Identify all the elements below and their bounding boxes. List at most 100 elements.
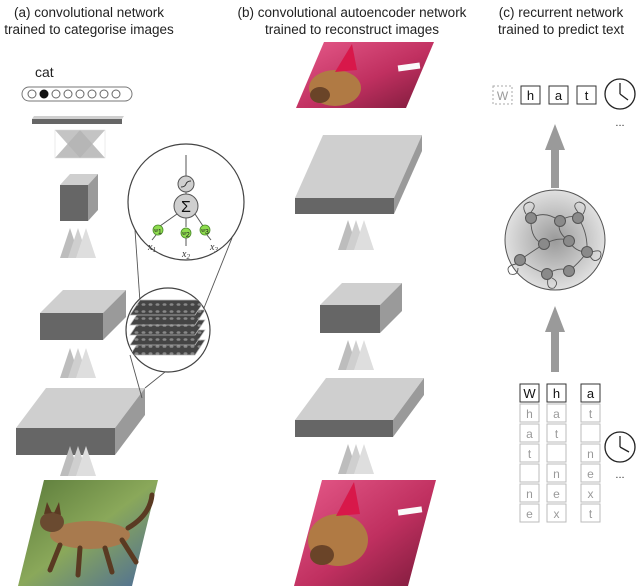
weight-link (194, 213, 204, 227)
pool-triangle (76, 446, 96, 476)
weight-label-2: w2 (182, 231, 190, 239)
input-token-box (580, 483, 601, 503)
fc-connections (54, 129, 106, 159)
conv-block-medium (40, 290, 126, 340)
input-token-box (580, 443, 601, 463)
clock-icon (604, 431, 636, 463)
input-token-box (546, 503, 567, 523)
input-token: n (526, 487, 533, 501)
deconv-block-top (295, 135, 422, 214)
input-token: h (526, 407, 533, 421)
input-token-box (580, 463, 601, 483)
input-token: n (553, 467, 560, 481)
input-token-box (519, 483, 540, 503)
feature-map-zoom (125, 287, 211, 373)
output-token-faded: W (497, 89, 509, 103)
pool-triangle (354, 220, 374, 250)
input-token: a (526, 427, 533, 441)
output-token: h (527, 88, 534, 103)
input-token-box (546, 403, 567, 423)
input-token-box (519, 463, 540, 483)
caption-panel-c: (c) recurrent network trained to predict… (482, 4, 640, 38)
pool-triangle (76, 228, 96, 258)
party-hat (336, 482, 360, 516)
pool-triangle (354, 444, 374, 474)
input-token-box (519, 423, 540, 443)
output-unit (111, 89, 121, 99)
rnn-node (581, 246, 593, 258)
deconv-middle-top (320, 283, 402, 305)
input-token-box (519, 383, 540, 403)
rnn-node (572, 212, 584, 224)
output-token-box (576, 85, 597, 105)
input-token-box (546, 463, 567, 483)
arrow-head (545, 124, 565, 150)
cat-legs (47, 537, 139, 578)
caption-panel-a: (a) convolutional network trained to cat… (4, 4, 174, 38)
input-token-box (546, 383, 567, 403)
rnn-output-tokens: W h a t (492, 85, 597, 105)
input-token: x (588, 487, 594, 501)
dog-snout (310, 545, 334, 565)
rnn-node (563, 235, 575, 247)
rnn-input-sequence: W h a t n e h a t n e x a t n (519, 383, 601, 523)
rnn-node (538, 238, 550, 250)
input-token: e (553, 487, 560, 501)
self-loop (589, 250, 602, 261)
deconv-top-top (295, 135, 422, 198)
input-token-current: h (553, 386, 560, 401)
weight-node-1 (152, 224, 164, 236)
fc-top (32, 116, 124, 119)
deconv-top-side (394, 135, 422, 214)
input-arrow (545, 306, 565, 372)
deconv-middle-front (320, 305, 380, 333)
rnn-node (541, 268, 553, 280)
output-arrow (545, 124, 565, 188)
arrow-shaft (551, 332, 559, 372)
neuron-zoom: Σ w1 w2 w3 x1 x2 x3 (127, 143, 245, 261)
input-token-box (519, 403, 540, 423)
input-token: e (526, 507, 533, 521)
conv-small-front (60, 185, 88, 221)
input-image-dog (294, 480, 436, 586)
conv-small-top (60, 174, 98, 185)
time-ellipsis-bottom: ... (615, 469, 624, 481)
output-token: a (555, 88, 563, 103)
output-unit (27, 89, 37, 99)
input-token: x (554, 507, 560, 521)
output-image-dog (296, 42, 434, 108)
conv-medium-side (103, 290, 126, 340)
rnn-node (554, 215, 566, 227)
input-label-2: x2 (181, 249, 190, 261)
input-token: e (587, 467, 594, 481)
output-token-box (520, 85, 541, 105)
fc-connection-box (54, 129, 106, 159)
output-token-box (548, 85, 569, 105)
arrow-shaft (551, 150, 559, 188)
self-loop (574, 201, 586, 215)
party-blower (397, 62, 421, 72)
input-link (206, 234, 212, 241)
clock-hand (619, 93, 629, 101)
arrow-head (545, 306, 565, 332)
activation-function-icon (180, 180, 192, 188)
self-loop (547, 277, 557, 289)
self-loop (523, 201, 535, 215)
output-token: t (585, 88, 589, 103)
caption-c-line1: (c) recurrent network (498, 5, 624, 20)
input-token: t (589, 407, 593, 421)
pooling-triangles-a3 (60, 446, 96, 476)
pooling-triangles-b3 (338, 444, 374, 474)
pool-triangle (76, 348, 96, 378)
input-token-box (546, 483, 567, 503)
input-token: a (553, 407, 560, 421)
conv-large-side (115, 388, 145, 455)
input-token-box (580, 423, 601, 443)
cat-ear (44, 502, 52, 514)
output-token-box-faded (492, 85, 513, 105)
input-token: t (589, 507, 593, 521)
weight-label-1: w1 (154, 228, 162, 236)
output-units (21, 86, 133, 102)
input-link (151, 234, 157, 241)
